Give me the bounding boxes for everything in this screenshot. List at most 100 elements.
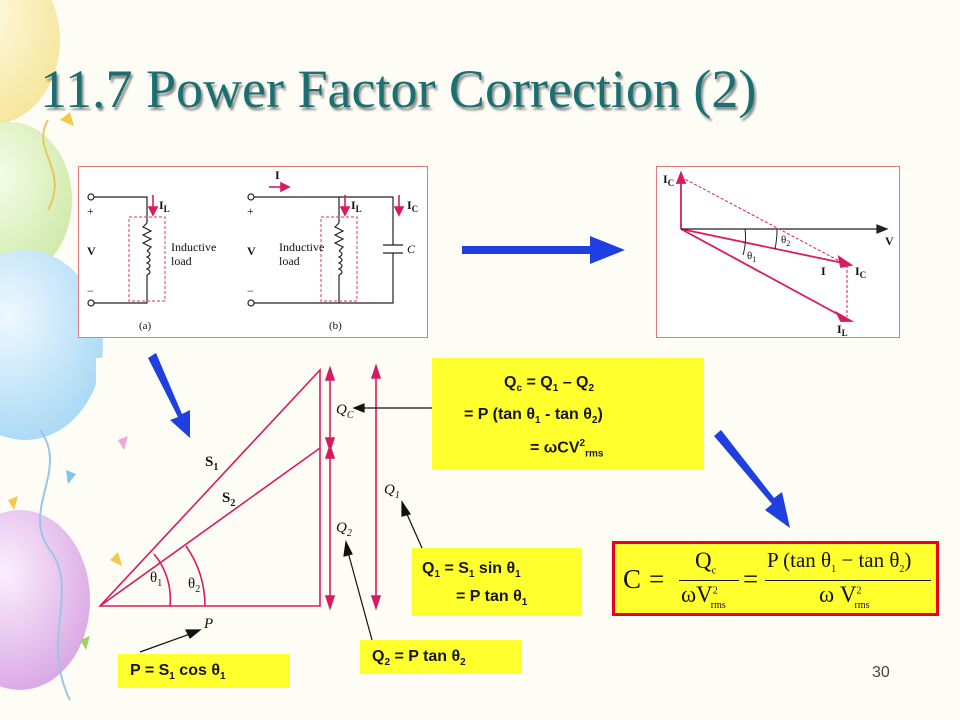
page-number: 30 <box>872 664 890 681</box>
eq-text: ωV <box>681 582 713 607</box>
phasor-diagram: IC V I IC IL θ1 θ2 <box>663 170 894 338</box>
eq-sub: rms <box>710 599 726 611</box>
balloon-purple <box>0 510 90 690</box>
formula-numerator: P (tan θ1 − tan θ2) <box>767 548 911 575</box>
eq-text: Q <box>695 548 712 573</box>
eq-sub: 1 <box>434 569 441 581</box>
eq-text: ) <box>597 406 603 423</box>
formula-lhs: C <box>623 564 642 594</box>
confetti <box>110 552 122 566</box>
q1-equation-box: Q1 = S1 sin θ1 = P tan θ1 <box>412 548 582 616</box>
capacitance-formula-box: C = Qc ωV2rms = P (tan θ1 − tan θ2) ω V2… <box>612 541 939 616</box>
eq-text: = P (tan θ <box>464 406 536 423</box>
eq-sup: 2 <box>856 585 862 597</box>
eq-sub: 2 <box>588 383 595 395</box>
il-phasor-label: IL <box>837 322 848 337</box>
balloon-string <box>39 429 71 701</box>
circuit-diagram: + − V + − V IL IL IC I Inductive load In… <box>87 168 418 332</box>
figure-label-b: (b) <box>329 320 342 332</box>
capacitor-current-label: IC <box>407 198 418 214</box>
eq-sub: 1 <box>521 597 528 609</box>
eq-text: = P tan θ <box>456 588 522 605</box>
eq-text: P (tan θ <box>767 548 832 572</box>
q1-equation-line: = P tan θ1 <box>456 588 527 608</box>
qc-equation-box: Qc = Q1 – Q2 = P (tan θ1 - tan θ2) = ωCV… <box>432 358 704 470</box>
eq-sup: 2 <box>712 585 718 597</box>
qc-equation-line: = P (tan θ1 - tan θ2) <box>464 406 603 426</box>
eq-sub: c <box>711 565 717 577</box>
ic-phasor-label: IC <box>663 172 674 188</box>
formula-equals: = <box>743 564 759 594</box>
formula-denominator: ωV2 rms <box>681 582 726 611</box>
eq-text: sin θ <box>474 560 516 577</box>
p-equation-box: P = S1 cos θ1 <box>118 654 290 688</box>
eq-text: = S <box>440 560 469 577</box>
voltage-label: V <box>247 244 256 258</box>
inductive-load-label: Inductive <box>279 240 324 254</box>
q2-equation-box: Q2 = P tan θ2 <box>360 640 522 674</box>
balloon-blue <box>0 250 103 440</box>
eq-sub: 2 <box>384 657 391 669</box>
q2-equation-line: Q2 = P tan θ2 <box>372 648 466 668</box>
current-phasor-label: I <box>821 264 826 278</box>
eq-text: - tan θ <box>540 406 592 423</box>
eq-text: = Q <box>522 374 553 391</box>
eq-sub: 2 <box>591 415 598 427</box>
eq-text: = P tan θ <box>390 648 461 665</box>
confetti <box>80 636 90 650</box>
balloon-green <box>0 122 72 278</box>
confetti <box>118 436 128 450</box>
formula-equals: = <box>649 564 665 594</box>
terminal-plus: + <box>87 204 94 218</box>
eq-sub: 1 <box>535 415 541 427</box>
eq-sub: 1 <box>468 569 475 581</box>
capacitor-label: C <box>407 242 416 256</box>
eq-sub: 1 <box>831 564 837 576</box>
eq-text: Q <box>422 560 435 577</box>
confetti <box>60 112 74 126</box>
figure-label-a: (a) <box>139 320 152 332</box>
load-current-label: IL <box>159 198 170 214</box>
eq-text: cos θ <box>174 662 220 679</box>
terminal-minus: − <box>247 284 254 298</box>
eq-text: P = S <box>130 662 170 679</box>
source-current-label: I <box>275 168 280 182</box>
inductive-load-label: load <box>279 254 300 268</box>
eq-text: ) <box>904 548 912 572</box>
load-current-label: IL <box>351 198 362 214</box>
circuit-figure: + − V + − V IL IL IC I Inductive load In… <box>78 166 428 338</box>
eq-text: = ωCV <box>530 439 580 457</box>
eq-text: ω V <box>819 582 857 607</box>
eq-sub: c <box>516 383 523 395</box>
fraction-bar <box>679 580 739 581</box>
eq-sub: 2 <box>899 564 905 576</box>
slide-title: 11.7 Power Factor Correction (2) <box>40 59 757 119</box>
ic-dashed-label: IC <box>855 264 866 280</box>
formula-denominator: ω V2 rms <box>819 582 870 611</box>
eq-sub: 1 <box>219 671 226 683</box>
terminal-minus: − <box>87 284 94 298</box>
qc-equation-line: = ωCV2rms <box>530 438 603 460</box>
theta1-label: θ1 <box>747 250 756 264</box>
confetti <box>66 470 76 484</box>
eq-sup: 2 <box>579 438 586 449</box>
eq-text: Q <box>372 648 385 665</box>
eq-sub: 2 <box>460 657 466 669</box>
eq-sub: rms <box>854 599 870 611</box>
qc-equation-line: Qc = Q1 – Q2 <box>504 374 594 394</box>
voltage-axis-label: V <box>885 234 894 248</box>
confetti <box>8 496 18 510</box>
theta2-label: θ2 <box>781 234 790 248</box>
eq-sub: 1 <box>552 383 559 395</box>
eq-text: Q <box>504 374 517 391</box>
fraction-bar <box>765 580 931 581</box>
terminal-plus: + <box>247 204 254 218</box>
eq-sub: 1 <box>169 671 175 683</box>
eq-sub: 1 <box>515 569 521 581</box>
formula-numerator: Qc <box>695 548 716 577</box>
voltage-label: V <box>87 244 96 258</box>
p-equation-line: P = S1 cos θ1 <box>130 662 226 682</box>
balloon-yellow-top <box>0 0 60 125</box>
eq-sub: rms <box>585 448 604 460</box>
eq-text: − tan θ <box>836 548 900 572</box>
